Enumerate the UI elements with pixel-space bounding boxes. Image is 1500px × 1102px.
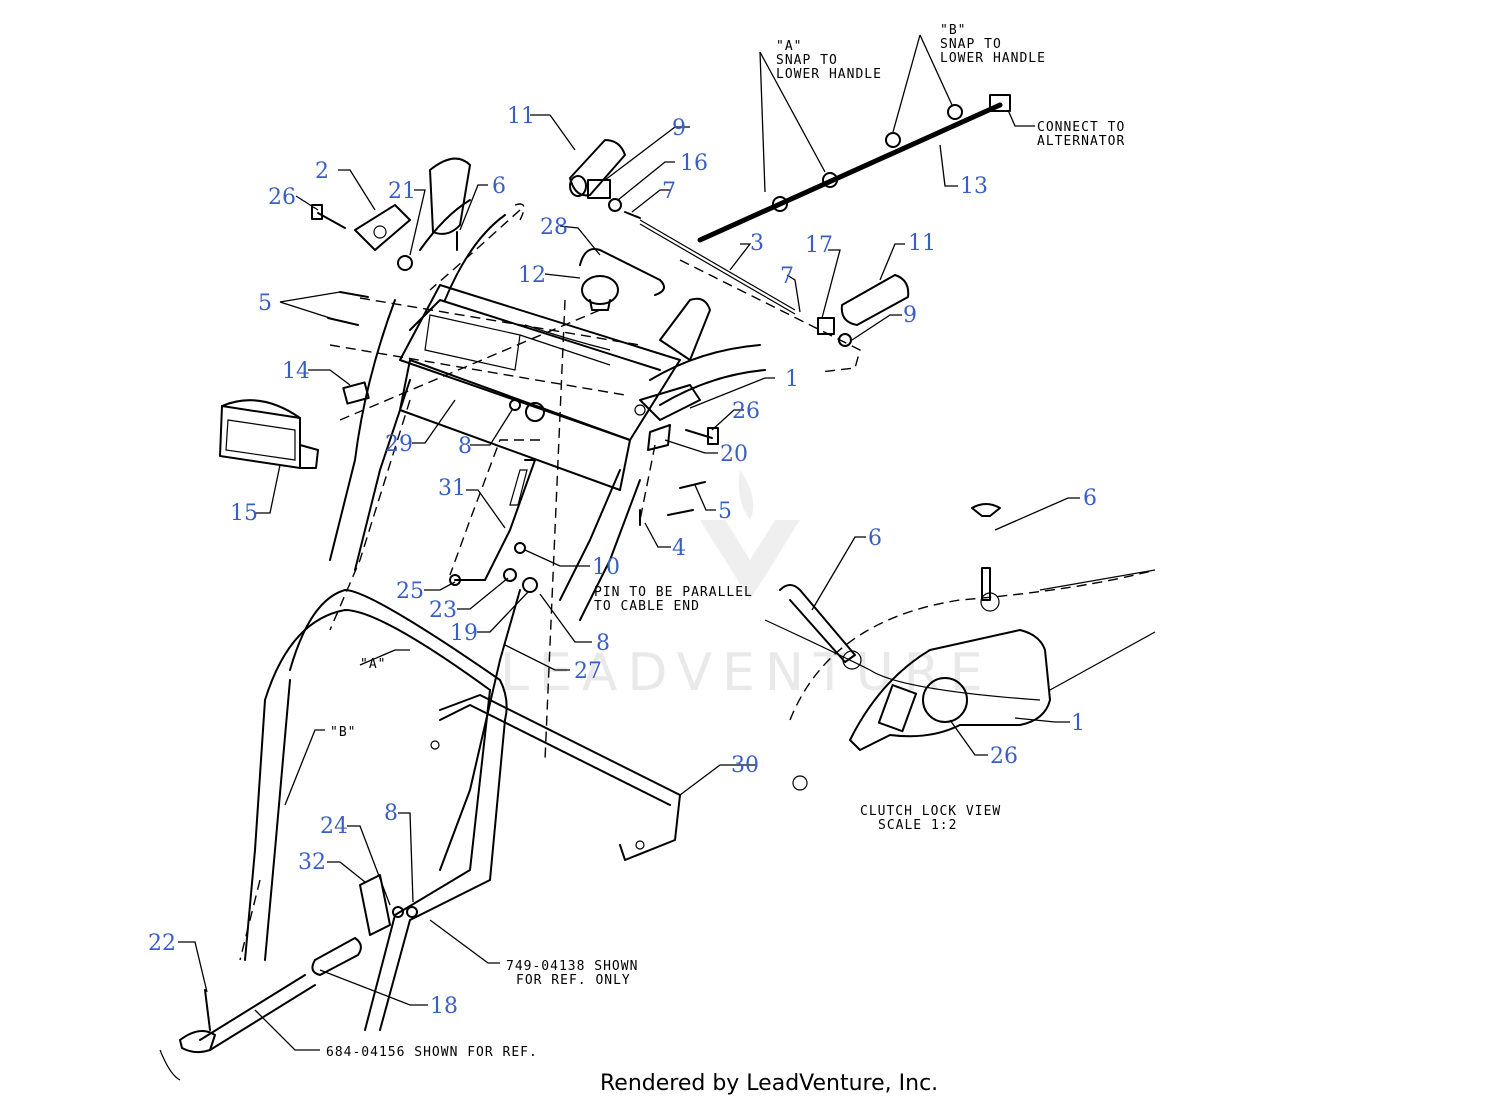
notes: "A" SNAP TO LOWER HANDLE "B" SNAP TO LOW… [326,23,1134,1060]
callout-14: 14 [282,359,310,384]
callout-4: 4 [672,536,686,561]
callout-8c: 8 [384,801,398,826]
callout-11b: 11 [908,231,936,256]
callout-13: 13 [960,174,988,199]
callout-26b: 26 [732,399,760,424]
note-snap-a: "A" SNAP TO LOWER HANDLE [776,39,882,82]
label-b: "B" [330,725,356,740]
callout-1a: 1 [785,367,799,392]
callout-26a: 26 [268,185,296,210]
callout-7a: 7 [662,179,676,204]
callout-21: 21 [388,179,416,204]
callout-numbers: 11 9 16 7 28 3 12 2 26 21 6 5 14 15 29 8… [148,104,1097,1019]
callout-30: 30 [731,753,759,778]
callout-5b: 5 [718,499,732,524]
note-749-ref: 749-04138 SHOWN FOR REF. ONLY [506,959,647,988]
note-684-ref: 684-04156 SHOWN FOR REF. [326,1045,538,1060]
callout-9b: 9 [903,303,917,328]
note-pin-parallel: PIN TO BE PARALLEL TO CABLE END [594,585,762,614]
callout-7b: 7 [780,264,794,289]
callout-18: 18 [430,994,458,1019]
callout-6b: 6 [1083,486,1097,511]
note-connect-alternator: CONNECT TO ALTERNATOR [1037,120,1134,149]
callout-20: 20 [720,442,748,467]
watermark: LEADVENTURE [500,470,993,703]
callout-8b: 8 [596,631,610,656]
footer-credit: Rendered by LeadVenture, Inc. [600,1071,938,1096]
callout-29: 29 [385,432,413,457]
callout-16: 16 [680,151,708,176]
callout-26c: 26 [990,744,1018,769]
callout-9a: 9 [672,116,686,141]
callout-17: 17 [805,233,833,258]
callout-25: 25 [396,579,424,604]
note-snap-b: "B" SNAP TO LOWER HANDLE [940,23,1046,66]
callout-2: 2 [315,159,329,184]
callout-1b: 1 [1071,711,1085,736]
callout-11a: 11 [507,104,535,129]
leader-lines [178,34,1080,1051]
callout-32: 32 [298,850,326,875]
callout-10: 10 [592,555,620,580]
callout-22: 22 [148,931,176,956]
callout-6a: 6 [492,174,506,199]
label-a: "A" [360,657,386,672]
callout-3: 3 [750,231,764,256]
callout-24: 24 [320,814,348,839]
callout-31: 31 [438,476,466,501]
callout-6c: 6 [868,526,882,551]
callout-8a: 8 [458,434,472,459]
callout-19: 19 [450,621,478,646]
watermark-text: LEADVENTURE [500,643,993,703]
handle-assembly [159,94,1011,1081]
callout-5a: 5 [258,291,272,316]
callout-28: 28 [540,215,568,240]
callout-27: 27 [574,659,602,684]
clutch-lock-view [764,503,1156,791]
note-clutch-lock-view: CLUTCH LOCK VIEW SCALE 1:2 [860,804,1010,833]
callout-23: 23 [429,598,457,623]
callout-12: 12 [518,263,546,288]
callout-15: 15 [230,501,258,526]
